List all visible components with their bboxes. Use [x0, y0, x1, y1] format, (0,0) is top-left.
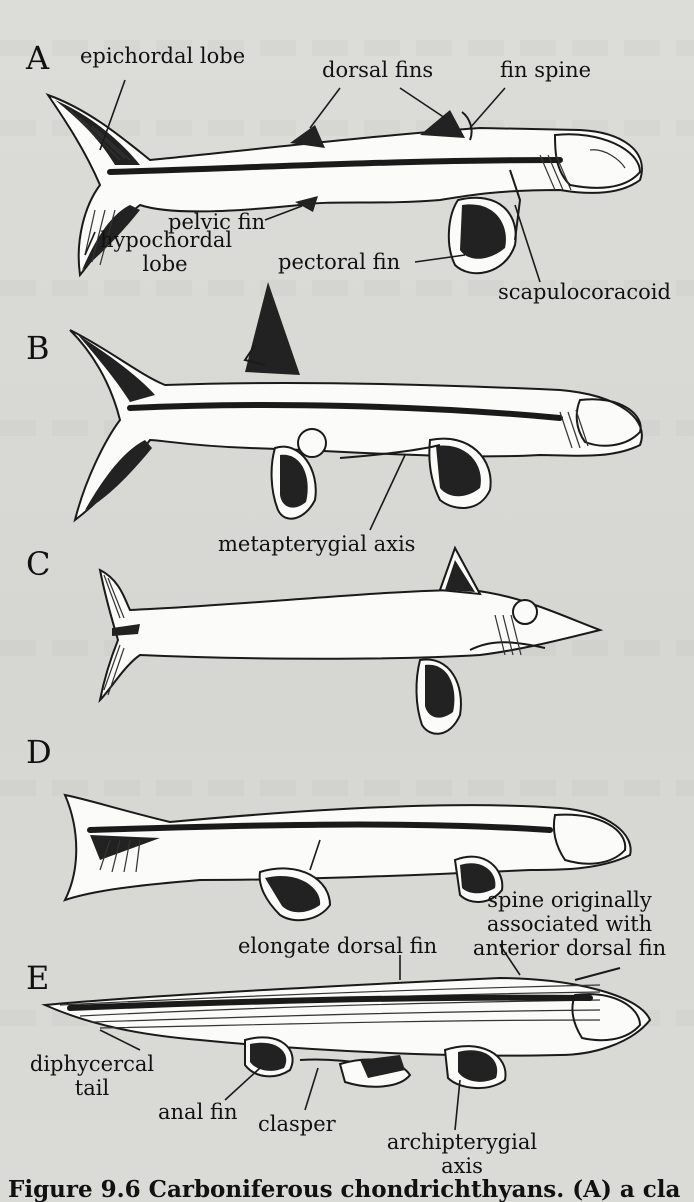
label-hypochordal-line2: lobe [100, 252, 230, 276]
leader-fin-spine [470, 88, 505, 128]
panel-letter-e: E [26, 962, 49, 994]
label-hypochordal-line1: hypochordal [100, 228, 230, 252]
leader-anal [225, 1068, 260, 1100]
panel-letter-b: B [26, 332, 50, 364]
fish-b-drawing [70, 282, 642, 520]
panel-letter-d: D [26, 736, 52, 768]
leader-dorsal-1 [310, 88, 340, 128]
label-scapulocoracoid: scapulocoracoid [498, 280, 671, 304]
label-pectoral-fin: pectoral fin [278, 250, 400, 274]
label-archipterygial-line2: axis [372, 1154, 552, 1178]
leader-clasper [305, 1068, 318, 1110]
figure-caption: Figure 9.6 Carboniferous chondrichthyans… [8, 1176, 688, 1202]
panel-letter-a: A [26, 42, 49, 74]
leader-metapterygial [370, 455, 405, 530]
label-diphycercal-tail: diphycercal tail [22, 1052, 162, 1100]
panel-letter-c: C [26, 548, 50, 580]
label-fin-spine: fin spine [500, 58, 591, 82]
leader-scapulocoracoid [515, 205, 540, 282]
label-spine-originally: spine originally associated with anterio… [452, 888, 687, 960]
label-archipterygial-line1: archipterygial [372, 1130, 552, 1154]
label-dorsal-fins: dorsal fins [322, 58, 433, 82]
label-archipterygial-axis: archipterygial axis [372, 1130, 552, 1178]
label-spine-line1: spine originally [452, 888, 687, 912]
leader-archipterygial [455, 1080, 460, 1130]
label-spine-line3: anterior dorsal fin [452, 936, 687, 960]
label-epichordal-lobe: epichordal lobe [80, 44, 245, 68]
label-hypochordal-lobe: hypochordal lobe [100, 228, 230, 276]
fish-c-drawing [100, 548, 600, 734]
label-diphycercal-line2: tail [22, 1076, 162, 1100]
label-elongate-dorsal-fin: elongate dorsal fin [238, 934, 437, 958]
leader-diphycercal [100, 1030, 140, 1050]
label-spine-line2: associated with [452, 912, 687, 936]
label-clasper: clasper [258, 1112, 336, 1136]
leader-dorsal-2 [400, 88, 445, 118]
label-metapterygial-axis: metapterygial axis [218, 532, 415, 556]
label-anal-fin: anal fin [158, 1100, 238, 1124]
label-diphycercal-line1: diphycercal [22, 1052, 162, 1076]
